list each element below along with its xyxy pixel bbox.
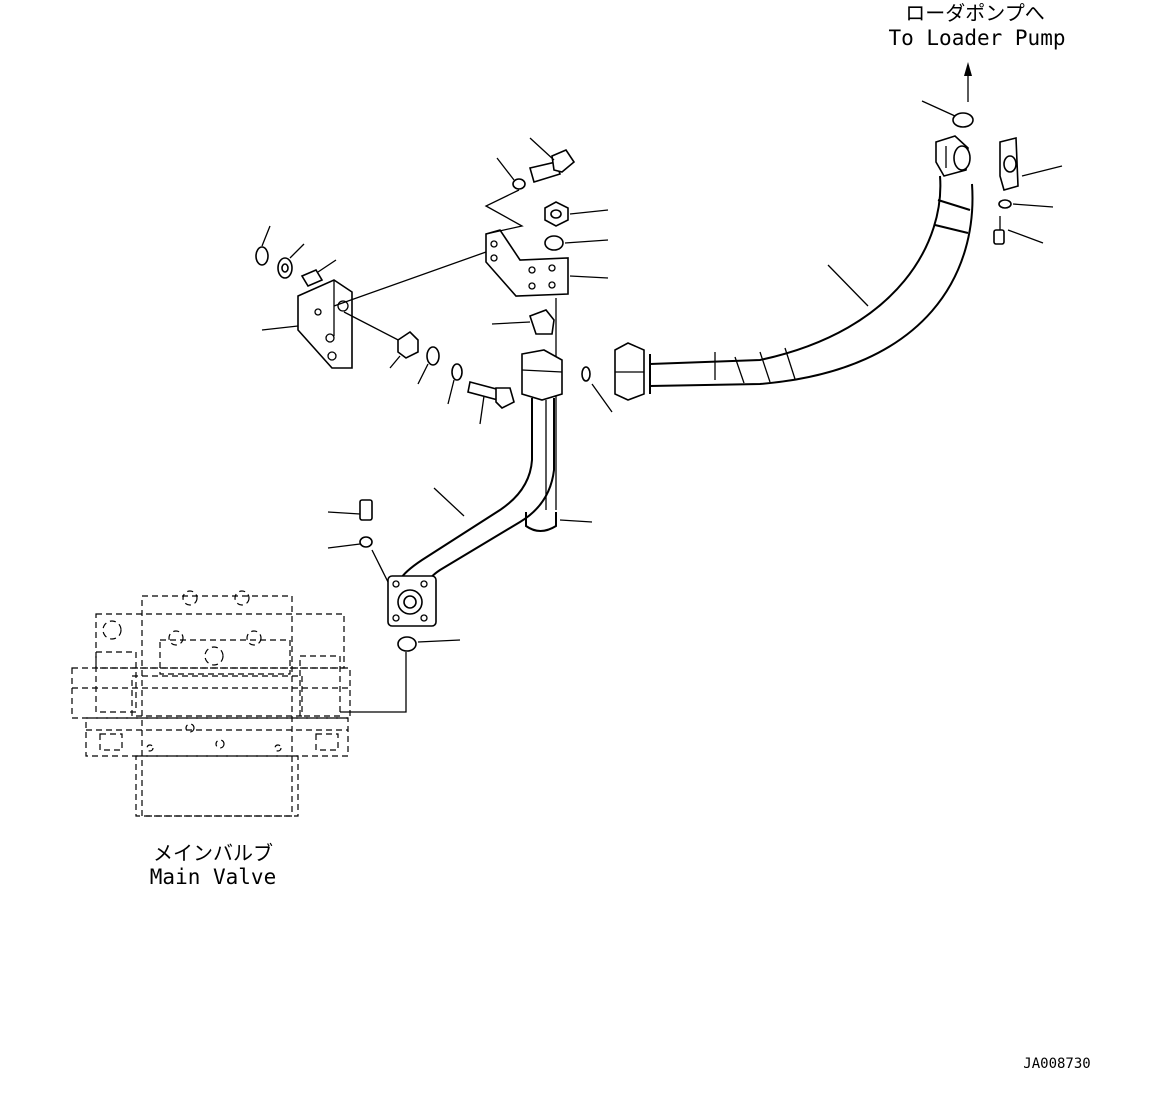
main-valve-label-jp: メインバルブ [153, 841, 273, 865]
split-flange-clamp [999, 136, 1063, 191]
washer-left-1 [255, 225, 271, 266]
u-bolt [525, 512, 593, 532]
washer-left-2 [417, 346, 440, 385]
assembly-line-upper [484, 189, 524, 235]
loader-pump-label-en: To Loader Pump [888, 26, 1065, 50]
assembly-line-bolt [343, 311, 407, 345]
main-valve-label-en: Main Valve [150, 865, 276, 889]
assembly-line-flange [371, 549, 389, 583]
flange [387, 575, 437, 627]
bolt-left [467, 381, 515, 425]
elbow-fitting [935, 135, 971, 177]
loader-pump-label-jp: ローダポンプへ [905, 1, 1044, 25]
connection-line-valve [340, 652, 407, 713]
washer-top-right [998, 199, 1054, 209]
bolt-flange [327, 499, 373, 521]
lock-washer-upper [496, 157, 526, 190]
bolt-top-right [993, 216, 1044, 245]
bushing-left [277, 243, 305, 279]
drawing-id: JA008730 [1023, 1056, 1090, 1072]
arrow-up-icon [964, 62, 972, 102]
left-bracket [261, 279, 353, 369]
washer-upper [544, 235, 609, 251]
o-ring-flange [397, 636, 461, 652]
nut-left [389, 330, 419, 369]
spacer-left [300, 259, 337, 288]
bolt-upper [528, 137, 576, 184]
o-ring-top [921, 100, 974, 128]
washer-flange [327, 536, 373, 549]
nut-upper [544, 201, 609, 227]
lock-washer-left [447, 363, 463, 405]
assembly-line-left [333, 251, 487, 307]
hose-assembly [614, 175, 974, 401]
main-valve [71, 590, 351, 817]
o-ring-middle [581, 366, 613, 413]
upper-bracket [485, 229, 609, 297]
clamp-small [491, 309, 555, 335]
